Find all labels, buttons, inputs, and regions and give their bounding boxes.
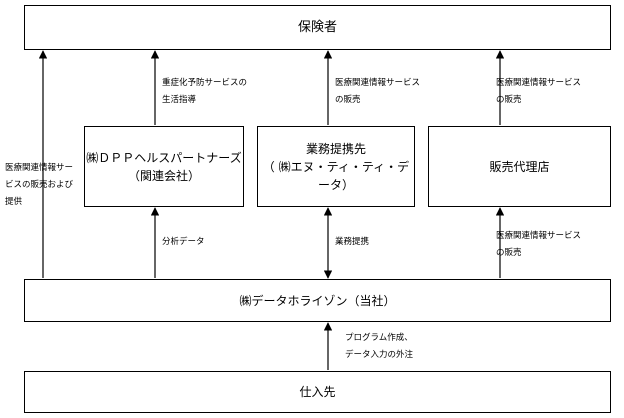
label-company-partner: 業務提携 [335, 237, 370, 247]
supplier-label: 仕入先 [299, 385, 336, 399]
label-dpp-to-insured: 重症化予防サービスの 生活指導 [162, 78, 248, 105]
partner-title: 業務提携先 [305, 141, 366, 156]
sales-agency-box: 販売代理店 [428, 126, 611, 207]
supplier-box: 仕入先 [24, 371, 611, 413]
label-partner-to-insured: 医療関連情報サービス の販売 [335, 78, 421, 105]
label-left-edge: 医療関連情報サー ビスの販売および 提供 [5, 163, 74, 207]
label-company-to-dpp: 分析データ [162, 237, 205, 247]
label-agency-to-insured: 医療関連情報サービス の販売 [496, 78, 582, 105]
insured-box: 保険者 [24, 5, 611, 50]
dpp-health-partners-box: ㈱ＤＰＰヘルスパートナーズ （関連会社） [84, 126, 244, 207]
dpp-name: ㈱ＤＰＰヘルスパートナーズ [86, 150, 242, 165]
label-supplier-to-company: プログラム作成、 データ入力の外注 [345, 333, 414, 360]
company-label: ㈱データホライゾン（当社） [239, 293, 396, 308]
label-company-to-agency: 医療関連情報サービス の販売 [496, 231, 582, 258]
dpp-relation: （関連会社） [127, 168, 200, 183]
partner-name: （ ㈱エヌ・ティ・ティ・データ） [262, 159, 410, 192]
insured-label: 保険者 [297, 19, 337, 35]
data-horizon-box: ㈱データホライゾン（当社） [24, 279, 611, 322]
business-partner-box: 業務提携先 （ ㈱エヌ・ティ・ティ・データ） [257, 126, 415, 207]
agency-label: 販売代理店 [489, 159, 550, 174]
